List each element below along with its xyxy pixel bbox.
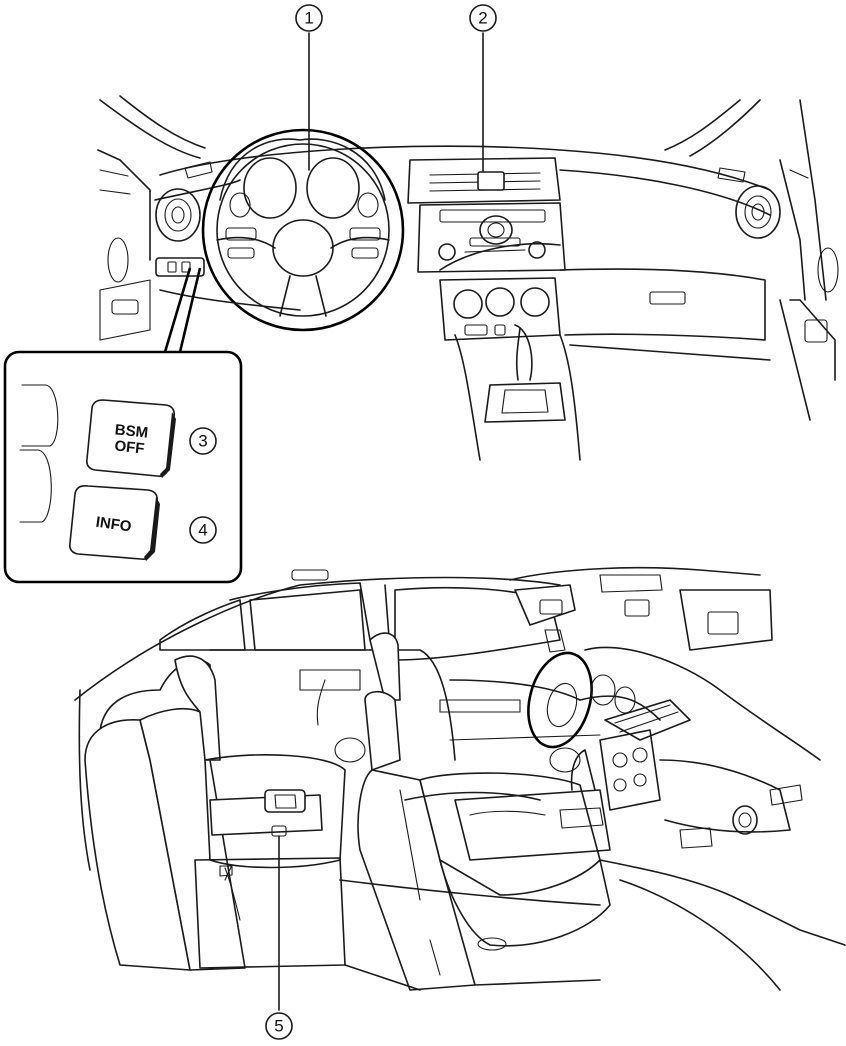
callout-4-number: 4 — [198, 521, 207, 540]
bsm-label-line1: BSM — [114, 421, 149, 441]
info-switch-icon: INFO — [69, 485, 160, 561]
callout-1-number: 1 — [304, 9, 313, 28]
callout-3-number: 3 — [198, 432, 207, 451]
callout-5: 5 — [265, 1012, 293, 1040]
callout-3: 3 — [189, 427, 217, 455]
bsm-off-switch-icon: BSM OFF — [86, 399, 176, 478]
callout-4: 4 — [189, 516, 217, 544]
callout-5-number: 5 — [274, 1017, 283, 1036]
bsm-label-line2: OFF — [114, 438, 146, 458]
switch-inset-panel: BSM OFF INFO — [3, 350, 243, 584]
dashboard-illustration — [97, 32, 839, 461]
callout-2-number: 2 — [478, 9, 487, 28]
callout-2: 2 — [469, 4, 497, 32]
info-label: INFO — [95, 514, 133, 536]
callout-1: 1 — [295, 4, 323, 32]
cabin-illustration — [74, 566, 846, 1011]
